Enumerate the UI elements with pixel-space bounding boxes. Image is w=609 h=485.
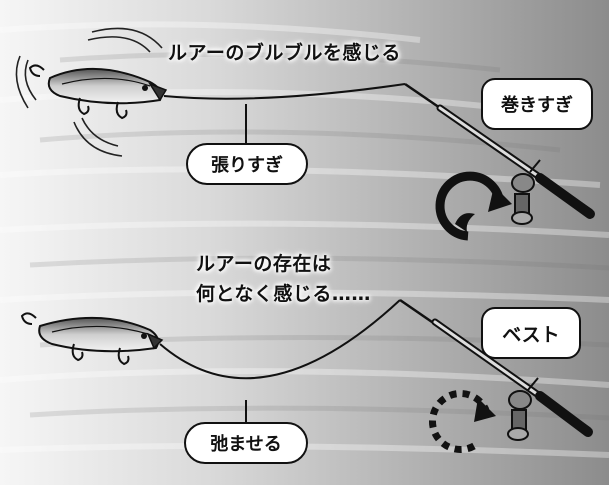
dashed-rotation-arrow-icon bbox=[429, 390, 496, 453]
bottom-fishing-line bbox=[159, 299, 401, 380]
bottom-caption-line1: ルアーの存在は bbox=[196, 253, 332, 275]
slack-label: 弛ませる bbox=[184, 422, 308, 464]
bottom-fishing-rod bbox=[399, 298, 593, 441]
solid-rotation-arrow-icon bbox=[435, 171, 512, 241]
too-tight-label: 張りすぎ bbox=[186, 143, 308, 185]
top-lure bbox=[28, 64, 168, 120]
bottom-caption-line2: 何となく感じる…… bbox=[196, 283, 371, 305]
best-label: ベスト bbox=[481, 307, 581, 359]
top-fishing-line bbox=[163, 83, 406, 100]
lure-vibration-marks bbox=[15, 27, 163, 157]
top-fishing-rod bbox=[404, 82, 595, 225]
over-reeling-label: 巻きすぎ bbox=[481, 78, 593, 130]
top-caption: ルアーのブルブルを感じる bbox=[168, 42, 401, 64]
bottom-lure bbox=[20, 312, 164, 366]
